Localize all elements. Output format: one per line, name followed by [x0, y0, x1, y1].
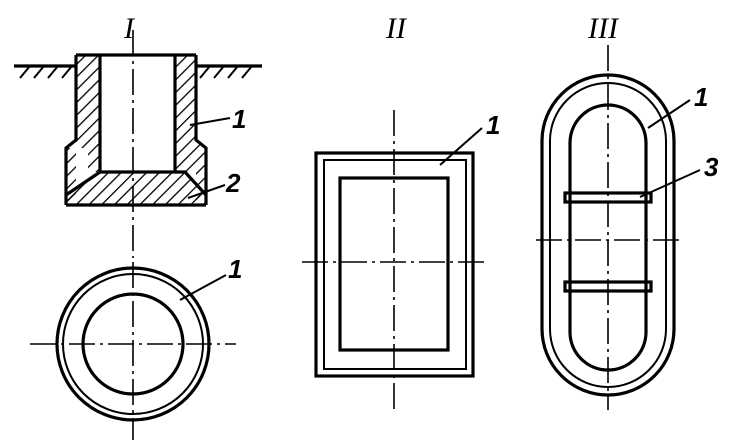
callout-i-plan: 1 [228, 254, 242, 284]
base-plug-fill [66, 172, 206, 205]
right-wall-outline [194, 55, 208, 205]
section-label-i: I [123, 12, 136, 45]
obround-outer [540, 73, 676, 397]
section-i-elevation [14, 30, 262, 258]
section-i-plan [30, 262, 236, 440]
left-wall-outline [64, 55, 78, 205]
callout-i-wall: 1 [232, 104, 246, 134]
right-wall-fill [175, 55, 206, 205]
section-label-iii: III [587, 12, 620, 45]
left-wall-fill [66, 55, 100, 205]
section-ii-plan [302, 110, 488, 410]
base-plug-top [65, 170, 208, 197]
callout-i-base: 2 [225, 168, 241, 198]
ground-hatch [19, 65, 253, 79]
section-iii-plan [536, 45, 682, 410]
obround-outer-2 [549, 82, 667, 388]
callout-iii-wall: 1 [694, 82, 708, 112]
leader-lines [179, 99, 701, 301]
section-label-ii: II [385, 12, 408, 45]
callout-iii-strut: 3 [704, 152, 719, 182]
rect-outer-2 [323, 159, 467, 370]
callout-ii-wall: 1 [486, 110, 500, 140]
